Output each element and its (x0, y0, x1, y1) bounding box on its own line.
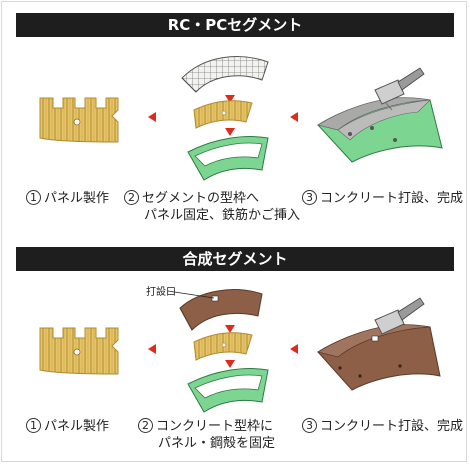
pour-opening-label: 打設口 (146, 287, 176, 298)
composite-formwork-illustration (187, 368, 269, 413)
callout-leader-line (167, 290, 215, 299)
step-number-badge: 3 (302, 190, 317, 205)
steel-shell-illustration (167, 289, 263, 331)
arrow-down-icon (225, 128, 235, 136)
section-rc-pc-title: RC・PCセグメント (16, 13, 454, 37)
step-text-line-1: セグメントの型枠へ (142, 191, 260, 206)
rc-panel-small-illustration (193, 100, 253, 129)
step-text: コンクリート打設、完成 (320, 419, 464, 434)
step-number-badge: 1 (26, 418, 41, 433)
arrow-down-icon (225, 360, 235, 368)
step-text: コンクリート打設、完成 (320, 191, 464, 206)
rc-panel-illustration (39, 97, 119, 143)
arrow-right-icon (148, 112, 156, 122)
section-composite-title: 合成セグメント (16, 247, 454, 271)
rc-rebar-cage-illustration (181, 56, 269, 93)
step-number-badge: 1 (26, 190, 41, 205)
step-text-line-2: パネル固定、鉄筋かご挿入 (144, 208, 301, 223)
step-number-badge: 3 (302, 418, 317, 433)
arrow-down-icon (225, 95, 235, 103)
rc-formwork-illustration (187, 136, 269, 181)
arrow-right-icon (290, 112, 298, 122)
arrow-down-icon (225, 325, 235, 333)
composite-finished-segment-illustration (316, 297, 441, 391)
rc-finished-segment-illustration (316, 67, 443, 163)
step-text: パネル製作 (44, 419, 110, 434)
arrow-right-icon (148, 344, 156, 354)
composite-panel-illustration (39, 327, 119, 375)
composite-panel-small-illustration (193, 332, 253, 361)
step-text-line-1: コンクリート型枠に (156, 419, 274, 434)
arrow-right-icon (290, 344, 298, 354)
step-number-badge: 2 (138, 418, 153, 433)
step-number-badge: 2 (124, 190, 139, 205)
pour-opening (211, 295, 219, 302)
step-text-line-2: パネル・鋼殻を固定 (158, 436, 276, 451)
step-text: パネル製作 (44, 191, 110, 206)
